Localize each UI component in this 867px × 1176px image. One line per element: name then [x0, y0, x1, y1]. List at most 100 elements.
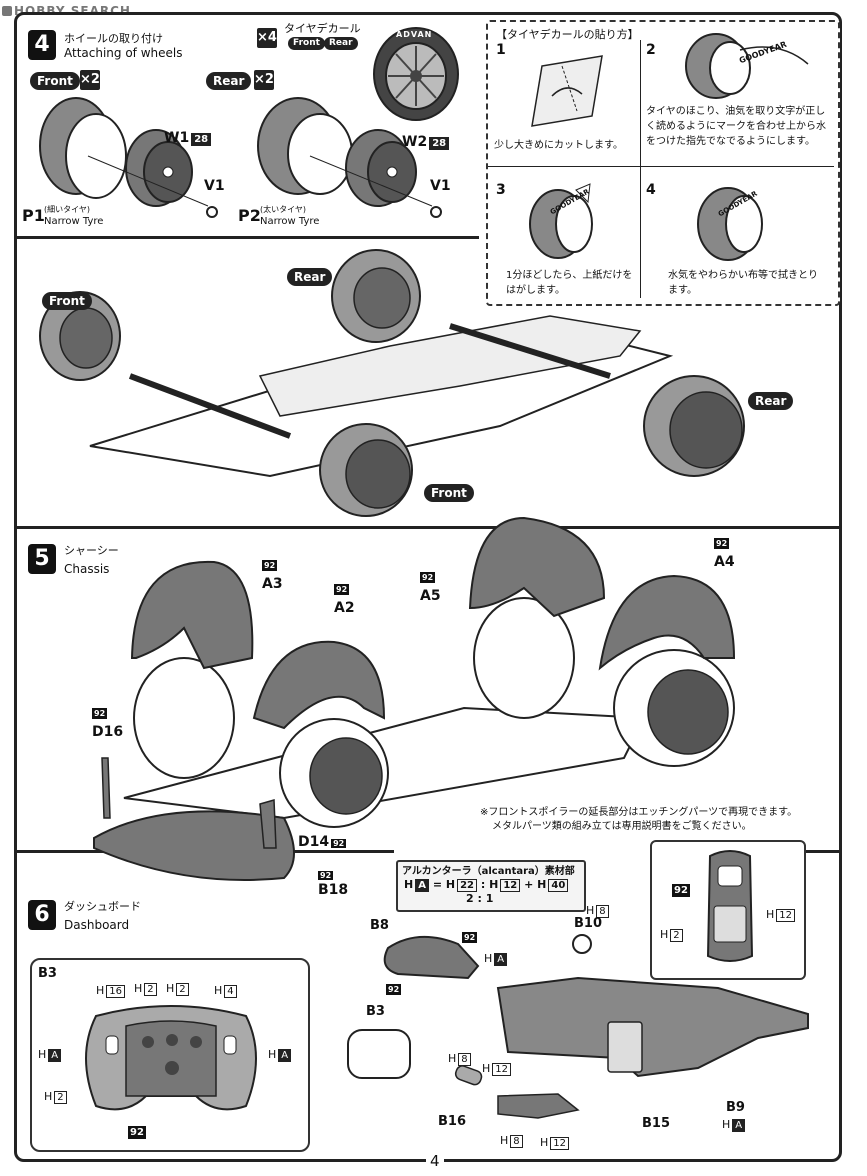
formula-a-box: A: [415, 879, 429, 892]
step6-number: 6: [28, 900, 56, 930]
chassis-wheel-assembly-diagram: [39, 249, 745, 517]
part-b3-small: [347, 1029, 411, 1079]
left-rear-tire: [133, 657, 235, 779]
decal-step3-number: 3: [496, 182, 506, 198]
rear-wheel-exploded-diagram: [257, 97, 442, 218]
rear-pill: Rear: [206, 72, 252, 90]
decal-step4-text: 水気をやわらかい布等で拭きとります。: [668, 270, 818, 296]
front-tire-inner: [65, 113, 127, 199]
steering-wheel-diagram: [85, 1005, 257, 1111]
decal-guide-hdivider: [488, 166, 834, 167]
a3-tag: 92: [262, 560, 278, 571]
step6-title-en: Dashboard: [64, 918, 130, 932]
decal-step1-number: 1: [496, 42, 506, 58]
front-spoiler: [93, 810, 295, 881]
decal-step2-text: タイヤのほこり、油気を取り文字が正しく読めるようにマークを合わせ上から水をつけた…: [646, 106, 826, 147]
fender-a3: [130, 560, 254, 670]
front-multiplier: ×2: [80, 70, 100, 90]
rear-v1-cap: [430, 206, 442, 218]
decal-step3-text: 1分ほどしたら、上紙だけをはがします。: [506, 270, 633, 296]
front-v1-cap: [206, 206, 218, 218]
chassis-fenders-diagram: [93, 516, 736, 881]
b3-small-label: B3: [366, 1004, 385, 1019]
p2-desc-en: Narrow Tyre: [260, 216, 320, 227]
decal-multiplier: ×4: [257, 28, 277, 48]
decal-tire-brand-text: ADVAN: [396, 30, 433, 39]
b10-label: B10: [574, 916, 602, 931]
dash-inset-diagram: [706, 850, 754, 962]
a5-tag: 92: [420, 572, 436, 583]
decal-guide-title: 【タイヤデカールの貼り方】: [496, 28, 639, 41]
b9-label: B9: [726, 1100, 745, 1115]
dash-display: [607, 1021, 643, 1073]
decal-step2-illustration: [685, 33, 809, 99]
decal-title-jp: タイヤデカール: [284, 22, 361, 35]
b8-label: B8: [370, 918, 389, 933]
decal-guide-vdivider: [640, 40, 641, 298]
part-b9-shape: [496, 976, 809, 1078]
v1-front-label: V1: [204, 178, 225, 194]
step5-title-en: Chassis: [64, 562, 110, 576]
p1-desc-jp: (細いタイヤ): [44, 205, 91, 214]
divider-wheels: [14, 236, 479, 239]
formula-22-box: 22: [457, 879, 478, 892]
formula-12-box: 12: [500, 879, 521, 892]
step5-title-jp: シャーシー: [64, 544, 119, 557]
decal-step1-text: 少し大きめにカットします。: [494, 140, 623, 151]
p1-label: P1: [22, 206, 45, 225]
b15-label: B15: [642, 1116, 670, 1131]
decal-step1-illustration: [531, 55, 603, 127]
step4-number: 4: [28, 30, 56, 60]
p2-label: P2: [238, 206, 261, 225]
decal-step3-illustration: [529, 183, 593, 259]
w1-tag: 28: [191, 133, 212, 146]
assembly-rear-top: Rear: [287, 268, 333, 286]
front-pill: Front: [30, 72, 80, 90]
decal-rear-pill: Rear: [324, 37, 358, 50]
left-front-tire: [473, 597, 575, 719]
a4-tag: 92: [714, 538, 730, 549]
assembly-rear-right: Rear: [748, 392, 794, 410]
watermark-logo-icon: [2, 6, 12, 16]
front-wheel-exploded-diagram: [39, 97, 218, 218]
b8-tag-top: 92: [462, 932, 478, 943]
step6-title-jp: ダッシュボード: [64, 900, 141, 913]
formula-40-box: 40: [548, 879, 569, 892]
part-b16-shape: [454, 1065, 483, 1086]
divider-step4-step5: [14, 526, 842, 529]
a2-tag: 92: [334, 584, 350, 595]
step4-title-en: Attaching of wheels: [64, 46, 183, 60]
part-b8-shape: [383, 935, 480, 980]
step5-note-2: メタルパーツ類の組み立ては専用説明書をご覧ください。: [492, 821, 752, 832]
inset-tag92: 92: [672, 884, 690, 897]
rear-multiplier: ×2: [254, 70, 274, 90]
page-number: 4: [426, 1152, 444, 1170]
decal-step4-number: 4: [646, 182, 656, 198]
sw-tag92: 92: [128, 1126, 146, 1139]
d16-tag: 92: [92, 708, 108, 719]
assembly-front-left: Front: [42, 292, 92, 310]
side-plate-d14: [259, 799, 277, 849]
step5-number: 5: [28, 544, 56, 574]
